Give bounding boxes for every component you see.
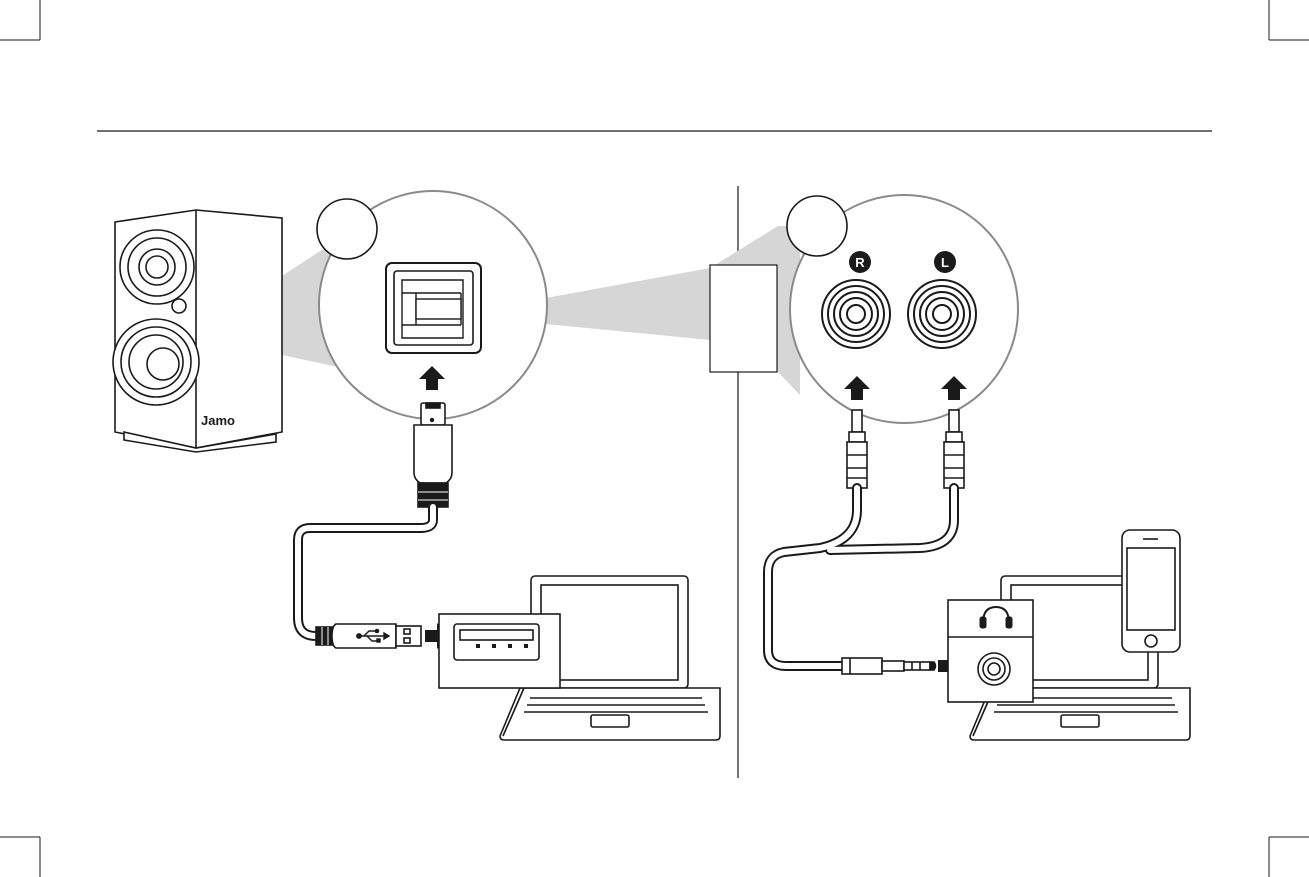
mini-jack-plug (842, 658, 936, 674)
speaker-logo: Jamo (201, 413, 235, 428)
channel-label-left: L (941, 255, 949, 270)
smartphone (1122, 530, 1180, 652)
usb-b-cable (298, 403, 452, 648)
rca-jack-left (908, 280, 976, 348)
rca-jack-right (822, 280, 890, 348)
headphone-port (948, 600, 1033, 702)
channel-label-right: R (855, 255, 865, 270)
speaker (113, 210, 282, 452)
usb-a-port (439, 614, 560, 688)
rear-panel-box (710, 265, 777, 372)
step-badge-1 (317, 199, 377, 259)
rca-cable-wire (768, 488, 954, 666)
zoom-circle-rca: R L (787, 195, 1018, 423)
step-badge-2 (787, 196, 847, 256)
